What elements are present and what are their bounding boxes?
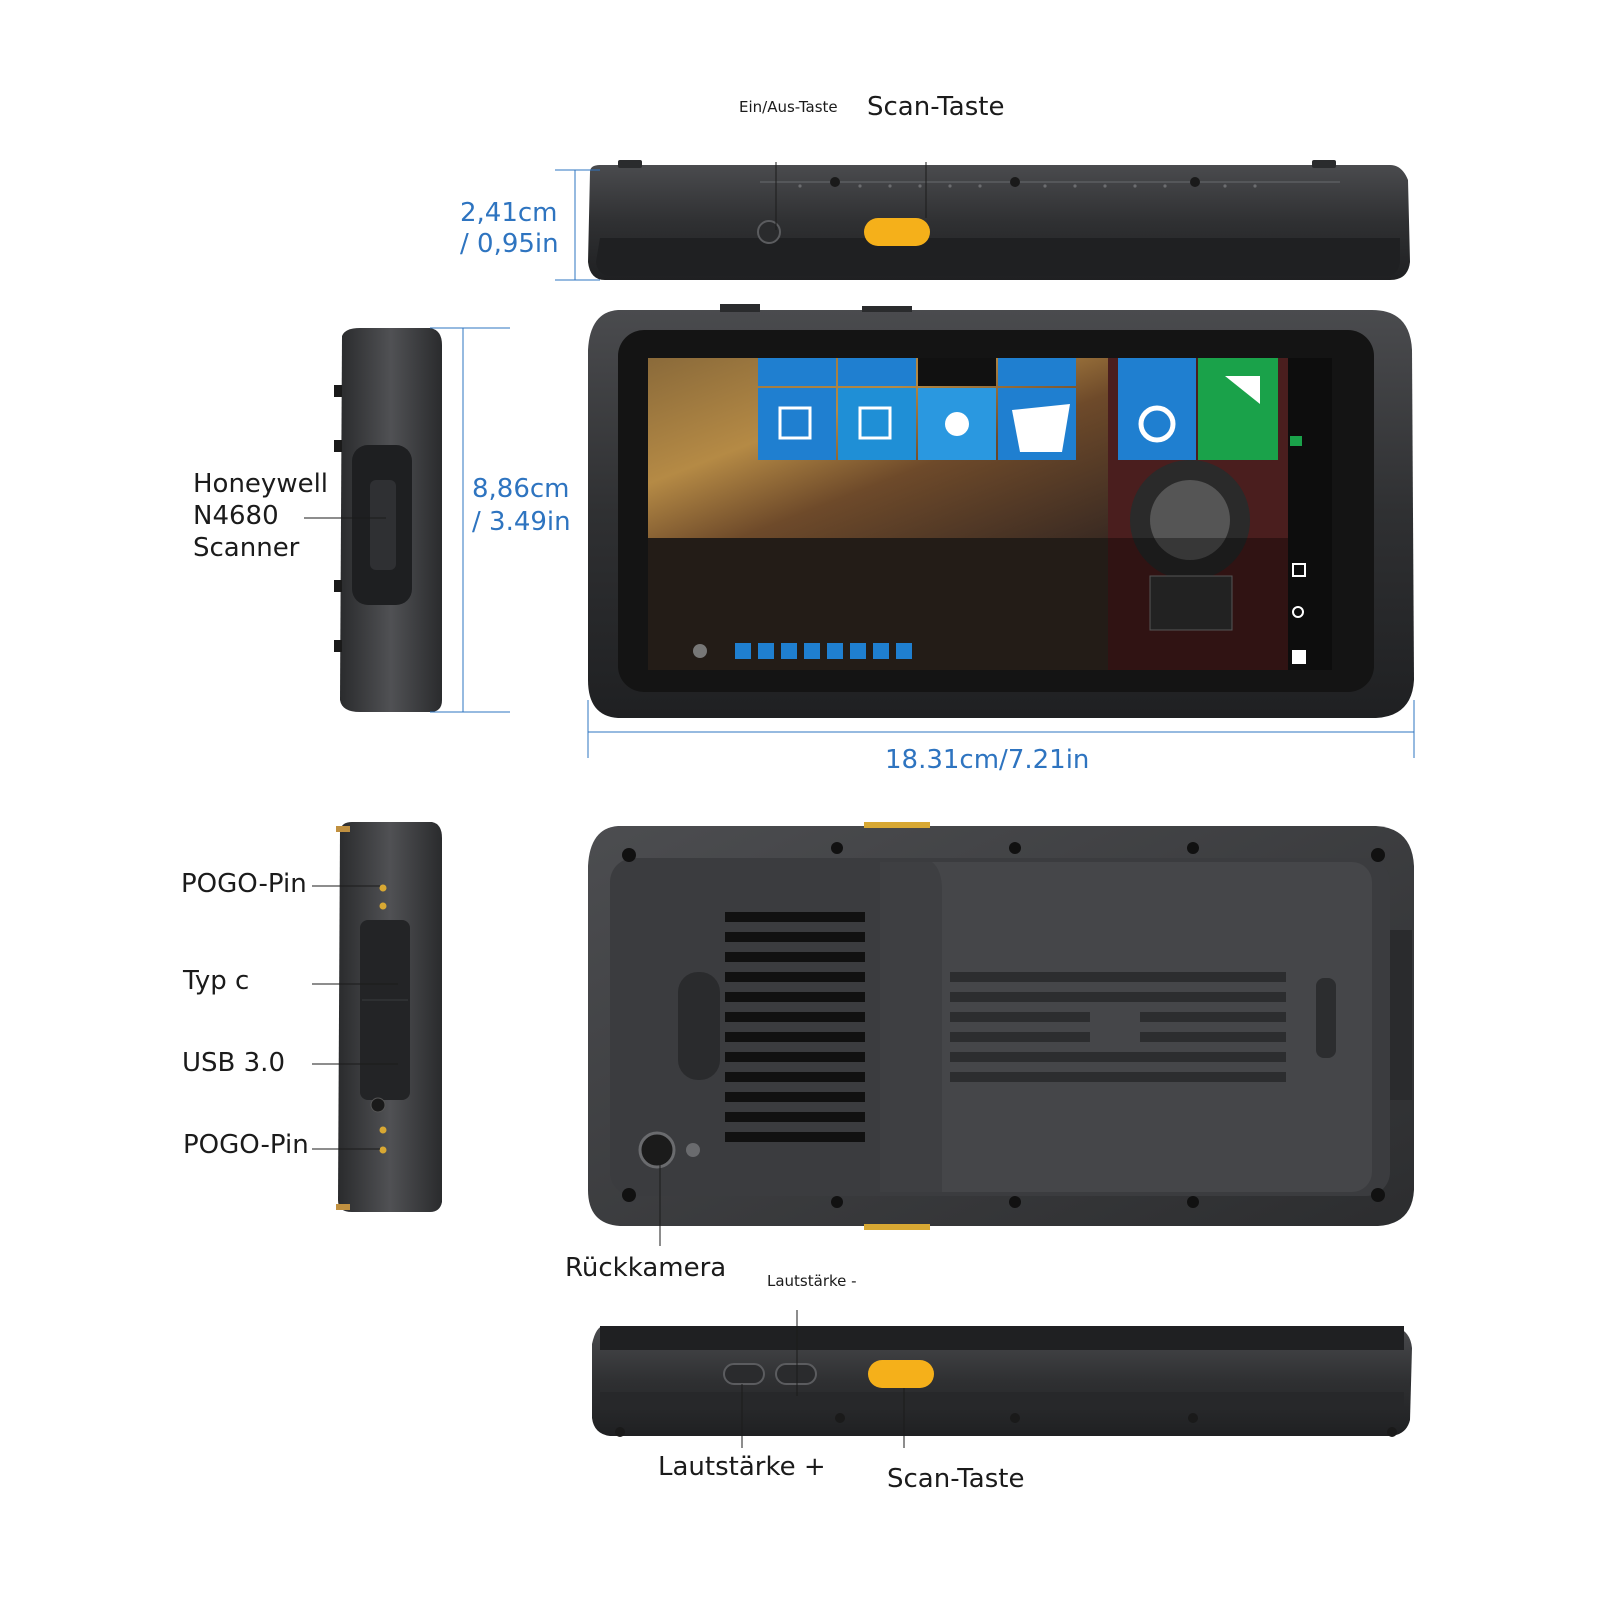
power-button[interactable] xyxy=(757,220,781,244)
top-scan-button[interactable] xyxy=(864,218,930,246)
rear-camera xyxy=(638,1131,676,1169)
volume-minus-button[interactable] xyxy=(775,1363,817,1385)
scanner-side-view xyxy=(304,327,510,713)
pogo-pin-top-label: POGO-Pin xyxy=(181,869,307,899)
scanner-label-line1: Honeywell xyxy=(193,469,329,499)
rear-camera-label: Rückkamera xyxy=(565,1253,727,1283)
scanner-label-line3: Scanner xyxy=(193,533,300,563)
bottom-scan-button[interactable] xyxy=(868,1360,934,1388)
power-button-label: Ein/Aus-Taste xyxy=(739,98,838,116)
usb-label: USB 3.0 xyxy=(182,1048,285,1078)
back-view xyxy=(588,822,1414,1246)
volume-plus-button[interactable] xyxy=(723,1363,765,1385)
thickness-in: / 0,95in xyxy=(460,229,559,259)
pogo-pin-bottom-label: POGO-Pin xyxy=(183,1130,309,1160)
top-scan-button-label: Scan-Taste xyxy=(867,92,1005,122)
volume-plus-label: Lautstärke + xyxy=(658,1452,826,1482)
height-in: / 3.49in xyxy=(472,507,571,537)
width-dimension: 18.31cm/7.21in xyxy=(885,745,1090,775)
scanner-label-line2: N4680 xyxy=(193,501,279,531)
front-view xyxy=(587,304,1415,758)
height-cm: 8,86cm xyxy=(472,474,570,504)
thickness-cm: 2,41cm xyxy=(460,198,558,228)
bottom-scan-button-label: Scan-Taste xyxy=(887,1464,1025,1494)
volume-minus-label: Lautstärke - xyxy=(767,1272,857,1290)
bottom-edge-view xyxy=(592,1310,1412,1448)
top-edge-view xyxy=(555,160,1410,281)
type-c-label: Typ c xyxy=(183,966,250,996)
ports-side-view xyxy=(312,822,442,1212)
